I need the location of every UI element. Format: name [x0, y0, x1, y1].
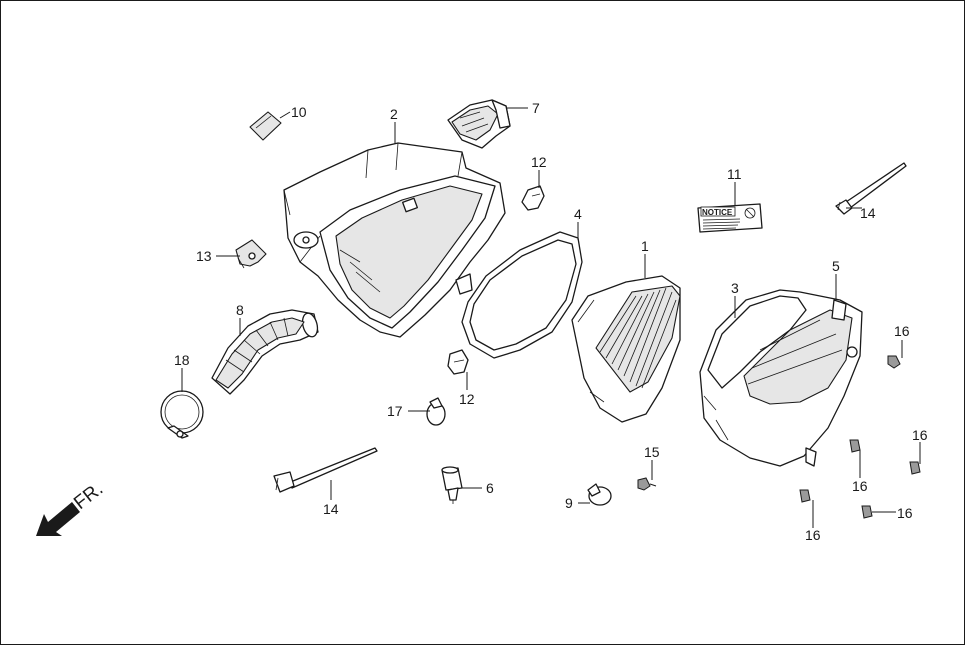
part-16-screw-c [909, 461, 921, 475]
callout-6: 6 [486, 480, 494, 496]
front-direction-indicator: FR. [36, 479, 107, 536]
callout-16-e: 16 [897, 505, 913, 521]
callout-16-b: 16 [852, 478, 868, 494]
part-13-clip [235, 239, 267, 269]
callout-4: 4 [574, 206, 582, 222]
part-11-notice-label: NOTICE [697, 203, 763, 233]
part-7-intake-duct [447, 99, 511, 149]
part-18-hose-clamp [160, 390, 204, 439]
callout-1: 1 [641, 238, 649, 254]
part-4-gasket [461, 231, 583, 359]
part-14-cable-tie-upper [835, 162, 907, 215]
callout-12-upper: 12 [531, 154, 547, 170]
part-10-tag [249, 111, 282, 141]
callout-16-c: 16 [912, 427, 928, 443]
callout-10: 10 [291, 104, 307, 120]
callout-17: 17 [387, 403, 403, 419]
part-9-small-clamp [587, 483, 612, 506]
part-12-bolt-upper [521, 185, 545, 211]
part-3-lower-case [699, 289, 863, 467]
callout-9: 9 [565, 495, 573, 511]
notice-label-title: NOTICE [702, 208, 733, 217]
callout-16-a: 16 [894, 323, 910, 339]
leader-lines [181, 107, 921, 528]
part-12-bolt-lower [447, 349, 469, 375]
part-15-screw [637, 477, 657, 491]
part-2-air-box-case [283, 142, 506, 338]
callout-5: 5 [832, 258, 840, 274]
callout-14-lower: 14 [323, 501, 339, 517]
front-arrow-icon [36, 502, 80, 536]
callout-12-lower: 12 [459, 391, 475, 407]
part-16-screw-e [861, 505, 873, 519]
part-17-small-clamp [426, 397, 446, 426]
callout-7: 7 [532, 100, 540, 116]
part-16-screw-d [799, 489, 811, 503]
callout-14-upper: 14 [860, 205, 876, 221]
callout-13: 13 [196, 248, 212, 264]
callout-16-d: 16 [805, 527, 821, 543]
part-14-cable-tie-lower [273, 447, 378, 493]
part-16-screw-a [887, 355, 901, 369]
callout-8: 8 [236, 302, 244, 318]
callout-15: 15 [644, 444, 660, 460]
callout-labels: 1 2 3 4 5 6 7 8 9 10 11 12 12 13 14 14 1… [174, 100, 928, 543]
part-1-filter-element [571, 275, 681, 423]
part-6-drain-plug [441, 466, 463, 504]
callout-11: 11 [727, 166, 742, 182]
callout-18: 18 [174, 352, 190, 368]
callout-2: 2 [390, 106, 398, 122]
callout-3: 3 [731, 280, 739, 296]
part-8-intake-hose [211, 309, 319, 395]
part-16-screw-b [849, 439, 861, 453]
